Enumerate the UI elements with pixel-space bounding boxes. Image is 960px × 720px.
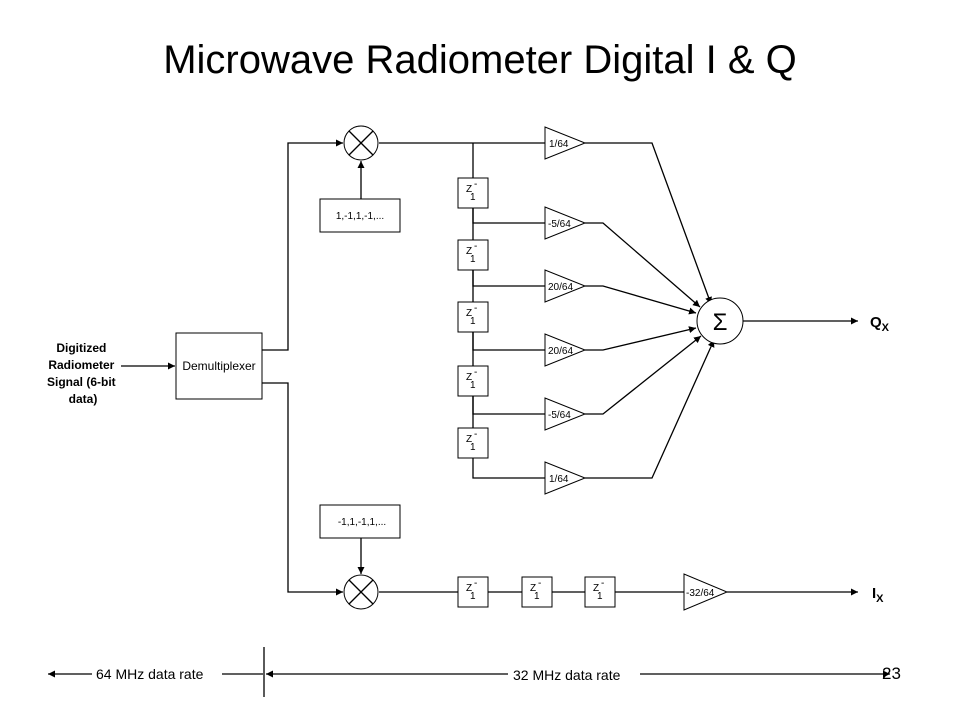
rate-left-label: 64 MHz data rate xyxy=(96,666,204,682)
q-gain-5: 1/64 xyxy=(544,461,587,495)
i-output-label: IX xyxy=(872,585,884,605)
q-output-label: QX xyxy=(870,314,890,334)
svg-text:-: - xyxy=(474,303,477,314)
input-signal-label: Digitized Radiometer Signal (6-bit data) xyxy=(47,341,119,406)
q-gain-3: 20/64 xyxy=(544,333,587,367)
q-gain-1: -5/64 xyxy=(544,206,587,240)
demux-to-top-mixer-wire xyxy=(262,139,343,351)
svg-text:1/64: 1/64 xyxy=(549,474,569,485)
q-tap4-wire xyxy=(472,396,545,415)
svg-text:Z: Z xyxy=(530,583,536,594)
top-sequence-block xyxy=(319,198,401,233)
svg-text:Z: Z xyxy=(466,372,472,383)
q-gain-2: 20/64 xyxy=(544,269,587,303)
demux-to-bottom-mixer-wire xyxy=(262,382,343,596)
page-title: Microwave Radiometer Digital I & Q xyxy=(163,38,797,82)
q-tap3-wire xyxy=(472,332,545,351)
svg-text:Z: Z xyxy=(466,308,472,319)
svg-text:-: - xyxy=(474,367,477,378)
sigma-symbol: Σ xyxy=(713,309,728,336)
gain3-to-sum-wire xyxy=(585,326,697,351)
q-delay-block: Z- 1 xyxy=(457,365,489,397)
demultiplexer-label: Demultiplexer xyxy=(182,359,255,373)
q-delay-block: Z- 1 xyxy=(457,177,489,209)
gain1-to-sum-wire xyxy=(585,222,701,308)
i-delay-block: Z- 1 xyxy=(521,576,553,608)
svg-text:Z: Z xyxy=(466,583,472,594)
svg-text:-32/64: -32/64 xyxy=(686,588,715,599)
bottom-mixer xyxy=(343,574,379,610)
svg-text:1: 1 xyxy=(470,380,476,391)
svg-text:1: 1 xyxy=(470,591,476,602)
page-number: 23 xyxy=(882,664,901,683)
svg-text:Z: Z xyxy=(466,184,472,195)
gain5-to-sum-wire xyxy=(585,339,715,479)
q-gain-4: -5/64 xyxy=(544,397,587,431)
top-sequence-label: 1,-1,1,-1,... xyxy=(336,211,384,222)
svg-text:-5/64: -5/64 xyxy=(548,410,571,421)
q-delay-block: Z- 1 xyxy=(457,301,489,333)
i-delay-block: Z- 1 xyxy=(457,576,489,608)
svg-text:-: - xyxy=(474,241,477,252)
rate-right-label: 32 MHz data rate xyxy=(513,667,621,683)
q-tap2-wire xyxy=(472,270,545,287)
top-mixer xyxy=(343,125,379,161)
gain0-to-sum-wire xyxy=(585,142,712,305)
svg-text:-5/64: -5/64 xyxy=(548,219,571,230)
demultiplexer-block xyxy=(175,332,263,400)
svg-text:1: 1 xyxy=(597,591,603,602)
svg-text:-: - xyxy=(474,429,477,440)
svg-text:1: 1 xyxy=(470,192,476,203)
svg-text:20/64: 20/64 xyxy=(548,282,573,293)
bottom-sequence-label: -1,1,-1,1,... xyxy=(338,517,386,528)
svg-text:-: - xyxy=(538,578,541,589)
q-gain-0: 1/64 xyxy=(544,126,587,160)
gain4-to-sum-wire xyxy=(585,335,702,415)
q-tap5-wire xyxy=(472,458,545,479)
svg-text:Z: Z xyxy=(466,434,472,445)
svg-text:-: - xyxy=(601,578,604,589)
svg-text:1: 1 xyxy=(470,254,476,265)
i-gain: -32/64 xyxy=(683,573,729,611)
gain2-to-sum-wire xyxy=(585,285,697,315)
svg-text:-: - xyxy=(474,179,477,190)
svg-text:1: 1 xyxy=(470,442,476,453)
i-delay-block: Z- 1 xyxy=(584,576,616,608)
q-delay-block: Z- 1 xyxy=(457,239,489,271)
svg-text:1/64: 1/64 xyxy=(549,139,569,150)
svg-text:Z: Z xyxy=(593,583,599,594)
svg-text:1: 1 xyxy=(470,316,476,327)
q-tap1-wire xyxy=(472,208,545,224)
svg-text:20/64: 20/64 xyxy=(548,346,573,357)
svg-text:-: - xyxy=(474,578,477,589)
q-delay-block: Z- 1 xyxy=(457,427,489,459)
svg-text:Z: Z xyxy=(466,246,472,257)
bottom-sequence-block xyxy=(319,504,401,539)
svg-text:1: 1 xyxy=(534,591,540,602)
